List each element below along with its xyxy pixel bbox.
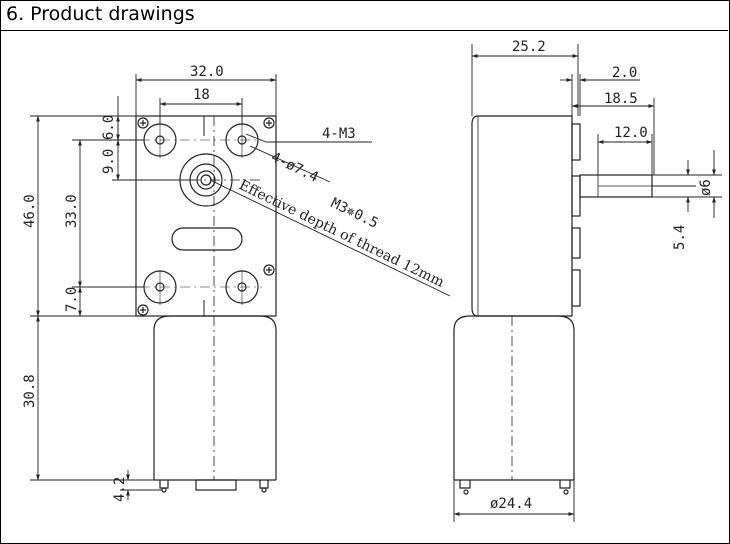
front-dim-labels: 32.0 18 46.0 33.0 6.0 9.0 7.0 30.8 4.2 4… xyxy=(22,64,447,502)
slot xyxy=(171,227,243,251)
dim-hole-spacing-y: 33.0 xyxy=(64,194,80,228)
dim-top-offset: 6.0 xyxy=(101,115,117,140)
dim-flat-width: 5.4 xyxy=(672,225,688,250)
dim-height-total: 46.0 xyxy=(22,194,38,228)
dim-hole-spacing-x: 18 xyxy=(193,87,210,103)
gearbox-outline xyxy=(135,115,277,317)
dim-plate-thickness: 2.0 xyxy=(612,65,637,81)
dim-terminal-length: 4.2 xyxy=(112,477,128,502)
section-header: 6. Product drawings xyxy=(0,0,728,31)
dim-shaft-diameter: ø6 xyxy=(698,179,714,196)
dim-width-total: 32.0 xyxy=(190,64,224,80)
dim-bottom-offset: 7.0 xyxy=(64,287,80,312)
dim-overall-depth: 25.2 xyxy=(512,39,546,55)
dim-shaft-offset-side: 18.5 xyxy=(604,91,638,107)
motor-body xyxy=(153,315,277,480)
front-view xyxy=(135,115,277,493)
section-title: 6. Product drawings xyxy=(6,3,195,25)
dim-motor-diameter: ø24.4 xyxy=(490,496,532,512)
side-dim-labels: 25.2 2.0 18.5 12.0 ø6 5.4 ø24.4 xyxy=(490,39,714,512)
side-gearbox-outline xyxy=(471,115,573,317)
side-motor-body xyxy=(453,315,575,480)
annotation-thread-depth: Effective depth of thread 12mm xyxy=(236,177,446,291)
dim-motor-length: 30.8 xyxy=(22,374,38,408)
dim-shaft-length: 12.0 xyxy=(614,125,648,141)
dim-shaft-offset: 9.0 xyxy=(101,149,117,174)
annotation-holes: 4-M3 xyxy=(322,126,356,142)
side-view xyxy=(453,115,653,495)
